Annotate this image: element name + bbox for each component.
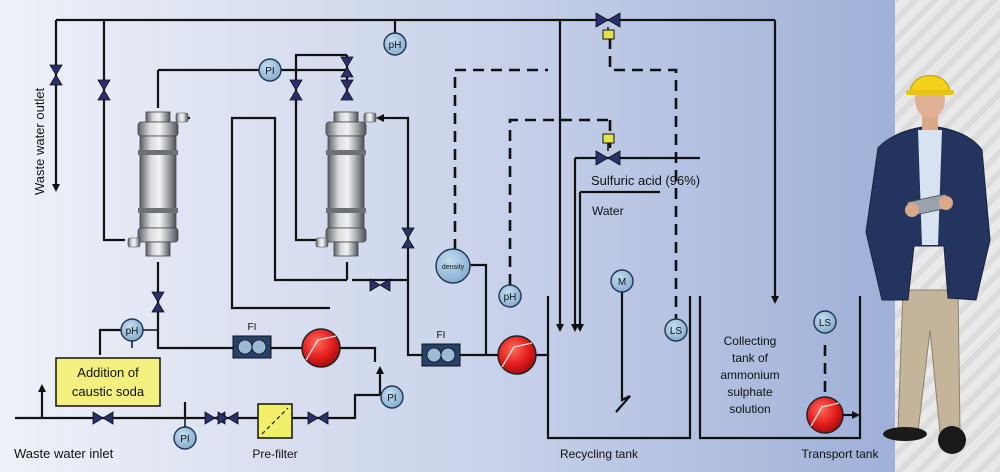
mixer-motor-icon [610,269,634,293]
pi-right-label: PI [387,393,396,404]
valve-left-top[interactable] [97,79,111,101]
mixer-motor-label: M [618,277,626,288]
caustic-label-line1: Addition of [77,365,139,380]
actuator-top-icon [602,29,615,40]
ls-collecting-icon [813,310,837,334]
sulfuric-acid-label: Sulfuric acid (96%) [591,173,700,188]
pi-top-icon [258,58,282,82]
fi-left-label: FI [248,322,257,333]
pump-transport[interactable] [806,396,844,434]
ph-top-icon [383,32,407,56]
valve-inlet[interactable] [92,411,114,425]
ph-mid-label: pH [504,292,517,303]
pi-top-label: PI [265,66,274,77]
collecting-label-line1: Collecting [724,334,777,348]
pre-filter-label: Pre-filter [252,447,297,461]
collecting-label-line3: ammonium [720,368,779,382]
caustic-label-line2: caustic soda [72,384,145,399]
valve-top-return[interactable] [595,12,621,28]
valve-outlet[interactable] [49,64,63,86]
valve-acid[interactable] [595,150,621,166]
valve-mid-top[interactable] [289,79,303,101]
water-label: Water [592,204,624,218]
ph-mid-icon [498,284,522,308]
membrane-contactor-left [127,111,189,257]
valve-right-top-2[interactable] [340,79,354,101]
membrane-contactor-right [315,111,377,257]
control-valve-actuators [602,27,615,151]
valve-right-side[interactable] [401,227,415,249]
pi-bottom-label: PI [180,434,189,445]
valves [49,12,621,425]
waste-water-outlet-label: Waste water outlet [32,87,47,195]
caustic-soda-box [55,357,161,407]
ls-recycling-label: LS [670,326,683,337]
ph-top-label: pH [389,40,402,51]
ph-left-label: pH [126,326,139,337]
density-icon [435,248,471,284]
recycling-tank-label: Recycling tank [560,447,639,461]
valve-prefilter-out[interactable] [307,411,329,425]
valve-left-bottom[interactable] [151,291,165,313]
transport-tank-label: Transport tank [802,447,880,461]
valve-right-top-1[interactable] [340,56,354,78]
actuator-acid-icon [602,133,615,144]
ls-recycling-icon [664,318,688,342]
pi-right-icon [380,385,404,409]
density-label: density [442,264,465,271]
collecting-label-line5: solution [729,402,770,416]
collecting-label-line4: sulphate [727,385,773,399]
ls-collecting-label: LS [819,318,832,329]
flow-meter-left [232,335,272,359]
engineer-person-icon [865,75,991,454]
pump-left[interactable] [301,328,341,368]
waste-water-inlet-label: Waste water inlet [14,446,114,461]
signal-lines [453,38,827,400]
valve-prefilter-in-2[interactable] [217,411,239,425]
pre-filter-icon [257,403,293,439]
instrument-bubbles [120,32,837,450]
pump-right[interactable] [497,335,537,375]
collecting-label-line2: tank of [732,351,769,365]
flow-meter-right [421,343,461,367]
valve-crossover[interactable] [369,278,391,292]
fi-right-label: FI [437,330,446,341]
